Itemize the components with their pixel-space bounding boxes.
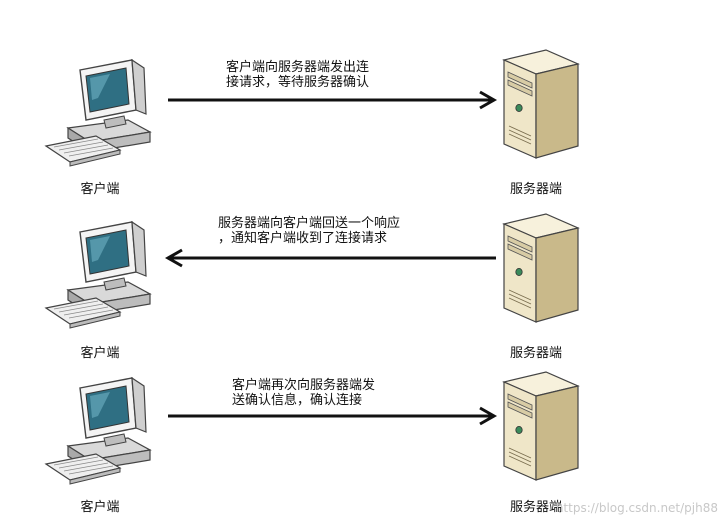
step-3-message: 客户端再次向服务器端发 送确认信息，确认连接: [232, 378, 375, 408]
step-3-arrow-right: [168, 406, 498, 426]
client-computer-icon: [40, 50, 170, 170]
step-3-message-line-1: 客户端再次向服务器端发: [232, 378, 376, 393]
step-1-message: 客户端向服务器端发出连 接请求，等待服务器确认: [226, 60, 369, 90]
step-2-message-line-2: ，通知客户端收到了连接请求: [218, 231, 388, 246]
client-label: 客户端: [80, 346, 120, 361]
step-2-message: 服务器端向客户端回送一个响应 ，通知客户端收到了连接请求: [218, 216, 400, 246]
step-3-message-line-2: 送确认信息，确认连接: [232, 393, 363, 408]
step-1-arrow-right: [168, 90, 498, 110]
step-1-message-line-1: 客户端向服务器端发出连: [226, 60, 370, 75]
server-label: 服务器端: [509, 500, 562, 515]
client-computer-icon: [40, 368, 170, 488]
step-1-message-line-2: 接请求，等待服务器确认: [226, 75, 370, 90]
client-label: 客户端: [80, 500, 120, 515]
server-icon: [494, 42, 584, 162]
server-icon: [494, 206, 584, 326]
watermark: https://blog.csdn.net/pjh88: [555, 501, 718, 515]
step-2-arrow-left: [164, 248, 496, 268]
server-icon: [494, 364, 584, 484]
client-computer-icon: [40, 212, 170, 332]
server-label: 服务器端: [509, 182, 562, 197]
step-2-message-line-1: 服务器端向客户端回送一个响应: [218, 216, 401, 231]
server-label: 服务器端: [509, 346, 562, 361]
client-label: 客户端: [80, 182, 120, 197]
